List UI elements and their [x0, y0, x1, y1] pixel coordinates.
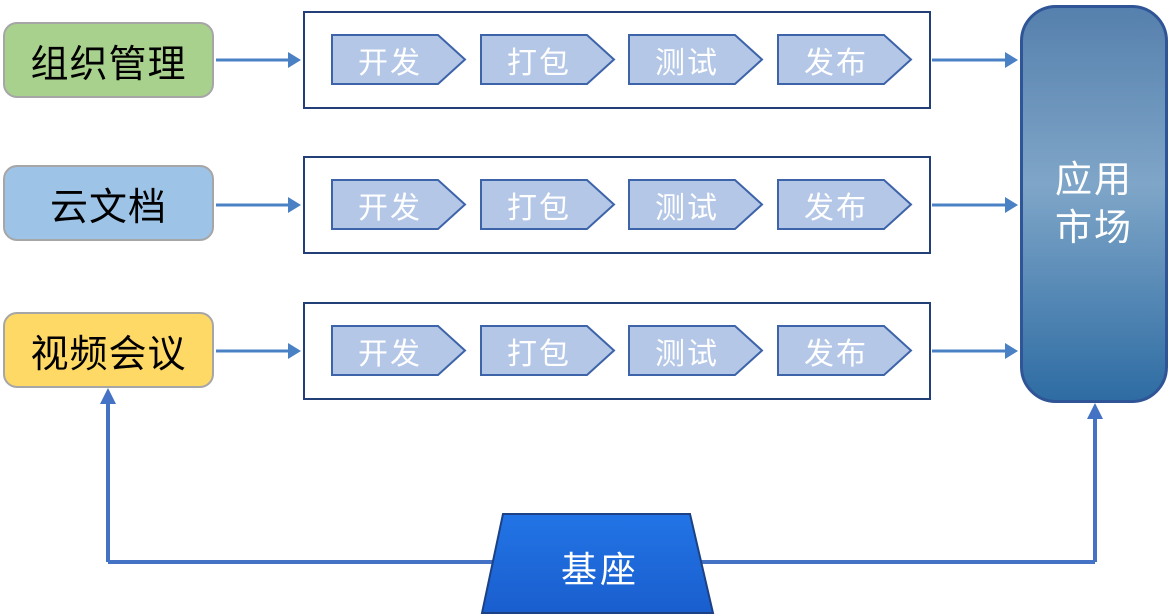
stage-develop: 开发 [331, 179, 467, 230]
stage-label: 测试 [655, 46, 719, 80]
stage-develop: 开发 [331, 325, 467, 376]
arrow-pipeline1-to-market [932, 52, 1018, 68]
source-box-label: 组织管理 [30, 43, 187, 86]
stage-release: 发布 [777, 325, 913, 376]
stage-label: 测试 [655, 191, 719, 225]
base-label: 基座 [560, 549, 639, 590]
stage-label: 发布 [804, 337, 868, 371]
source-box-label: 云文档 [49, 186, 167, 229]
arrow-pipeline2-to-market [932, 197, 1018, 213]
pipeline-row-2: 开发 打包 测试 发布 [303, 156, 931, 254]
source-box-video-meeting: 视频会议 [3, 312, 214, 388]
app-market-label-line1: 应用 [1055, 158, 1133, 200]
source-box-cloud-docs: 云文档 [3, 165, 214, 241]
source-box-org-management: 组织管理 [3, 22, 214, 98]
arrow-meeting-to-pipeline [216, 343, 301, 359]
stage-label: 打包 [507, 191, 571, 225]
stage-test: 测试 [628, 325, 764, 376]
stage-label: 打包 [507, 337, 571, 371]
stage-label: 开发 [358, 337, 422, 371]
base-trapezoid [480, 513, 715, 614]
stage-label: 发布 [804, 191, 868, 225]
stage-package: 打包 [480, 34, 616, 85]
stage-develop: 开发 [331, 34, 467, 85]
stage-test: 测试 [628, 179, 764, 230]
stage-label: 开发 [358, 191, 422, 225]
pipeline-row-1: 开发 打包 测试 发布 [303, 11, 931, 109]
arrow-pipeline3-to-market [932, 343, 1018, 359]
stage-label: 打包 [507, 46, 571, 80]
source-box-label: 视频会议 [30, 333, 187, 376]
stage-release: 发布 [777, 34, 913, 85]
arrowhead-to-meeting [100, 388, 116, 404]
pipeline-row-3: 开发 打包 测试 发布 [303, 302, 931, 400]
app-market-box: 应用 市场 [1020, 5, 1168, 403]
stage-label: 测试 [655, 337, 719, 371]
stage-label: 发布 [804, 46, 868, 80]
arrowhead-to-market [1087, 403, 1103, 419]
arrow-docs-to-pipeline [216, 197, 301, 213]
stage-package: 打包 [480, 179, 616, 230]
app-market-label-line2: 市场 [1055, 207, 1133, 248]
stage-package: 打包 [480, 325, 616, 376]
stage-release: 发布 [777, 179, 913, 230]
stage-label: 开发 [358, 46, 422, 80]
arrow-org-to-pipeline [216, 52, 301, 68]
stage-test: 测试 [628, 34, 764, 85]
